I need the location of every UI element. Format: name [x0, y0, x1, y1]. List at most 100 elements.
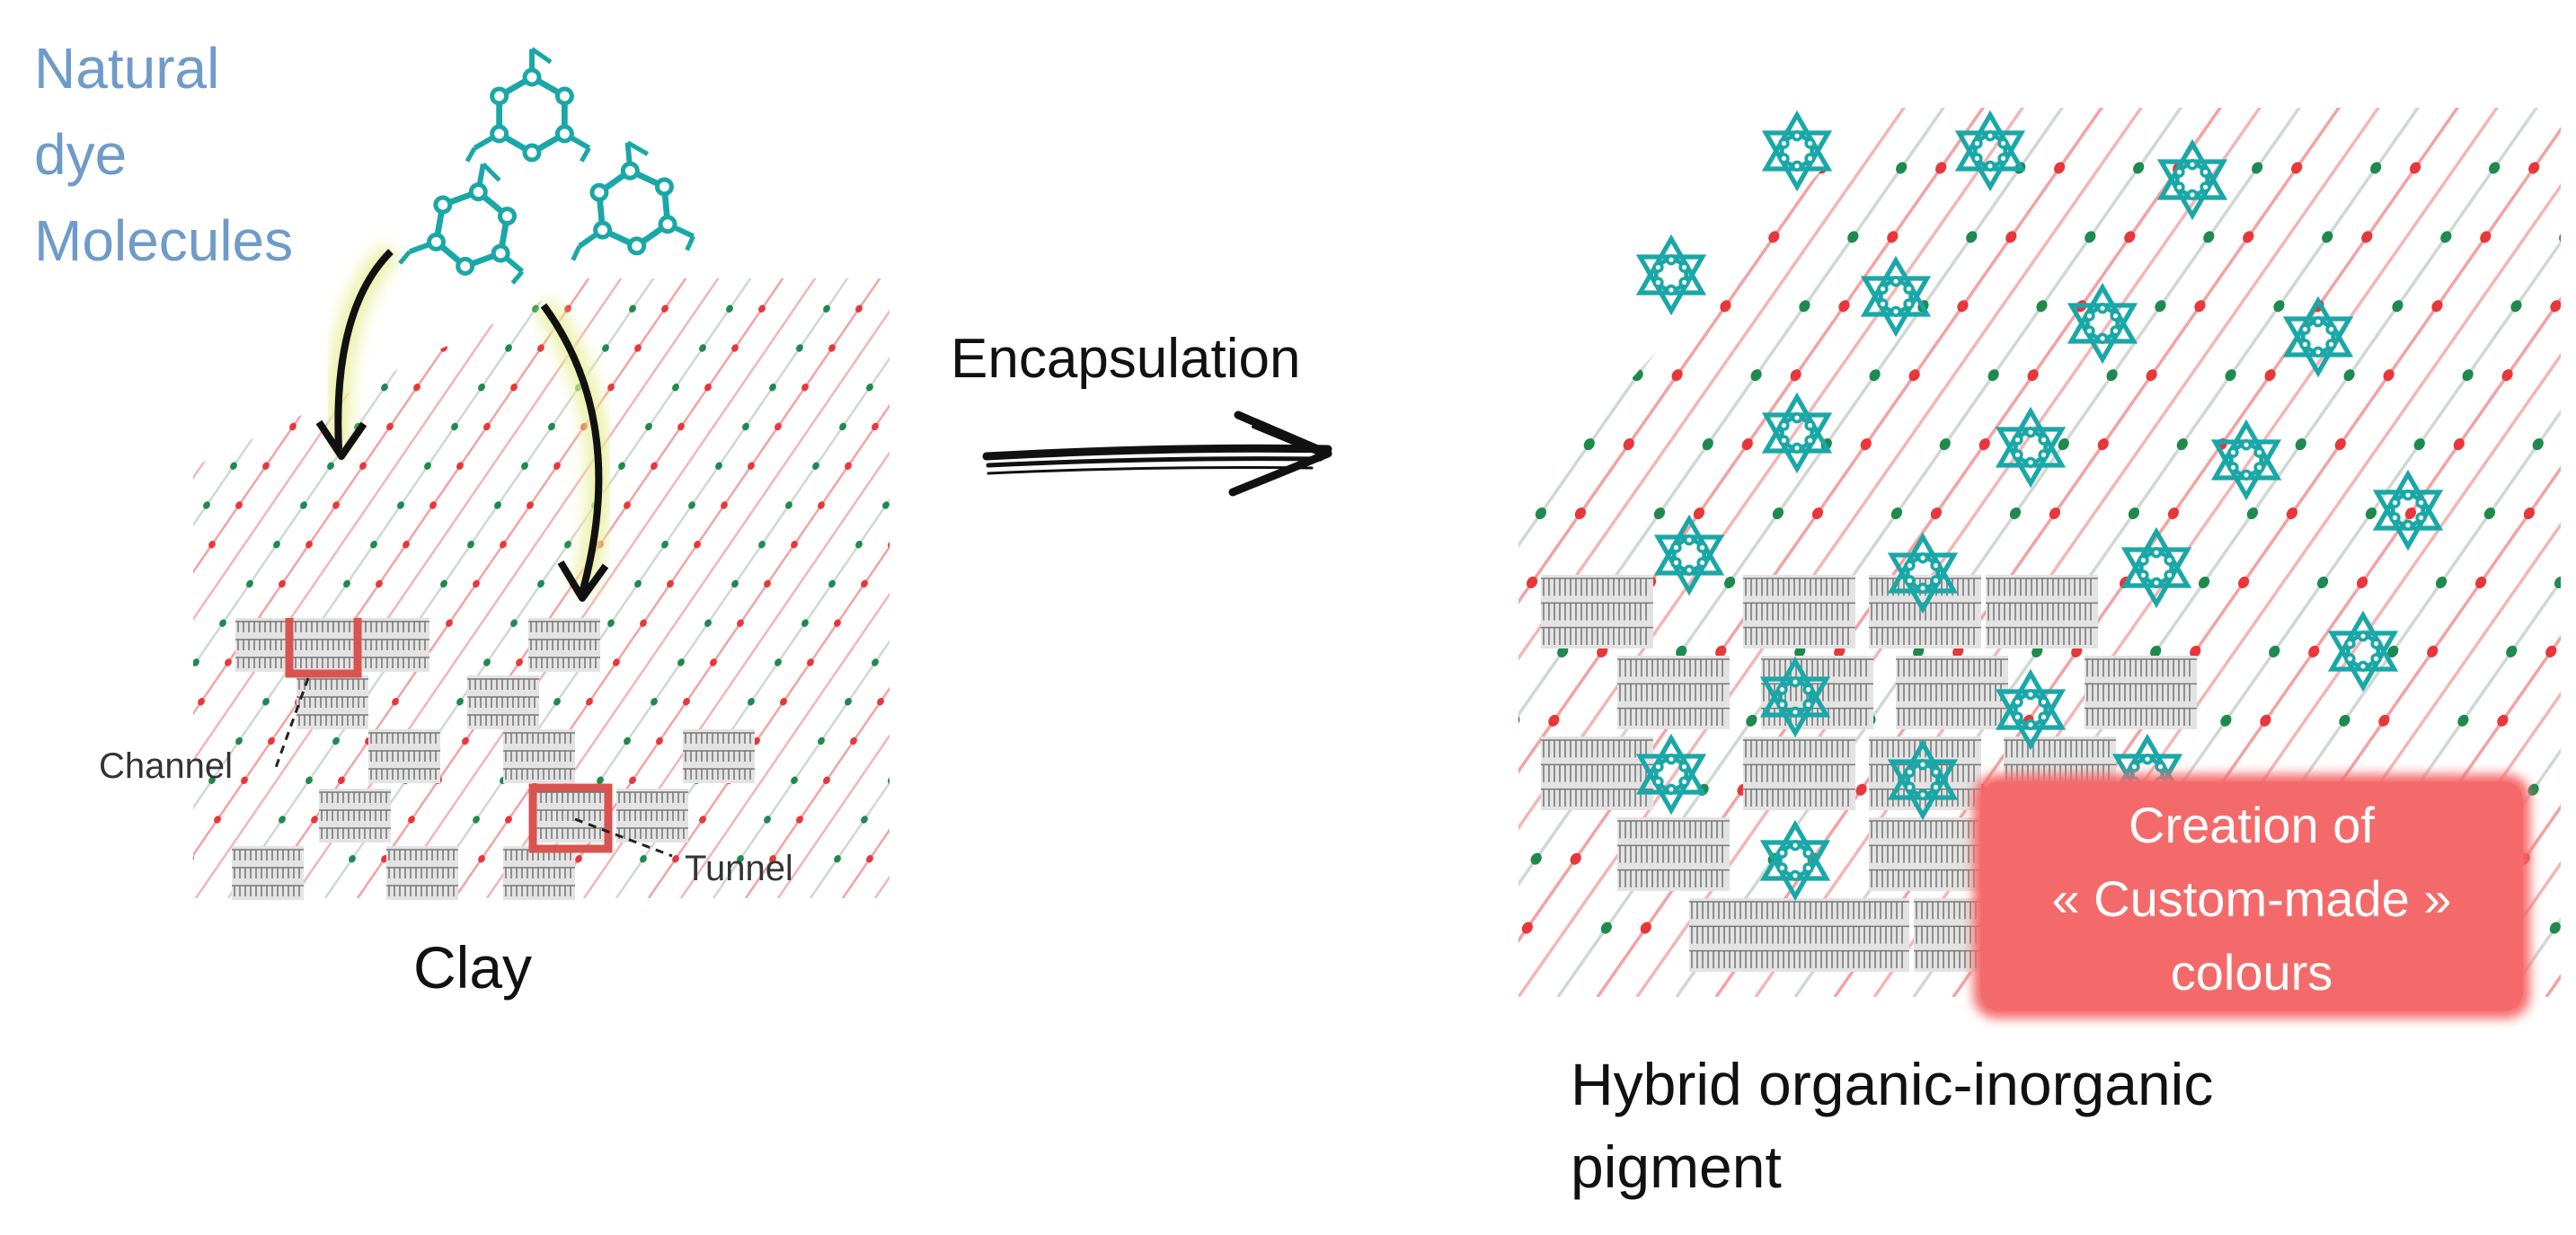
fiber-dot	[607, 619, 615, 627]
fiber-dot	[164, 461, 173, 472]
fiber-line	[776, 278, 890, 898]
clay-block	[386, 846, 458, 900]
custom-made-line1: Creation of	[2129, 797, 2375, 853]
clay-block	[1797, 898, 1909, 972]
fiber-dot	[812, 462, 819, 470]
fiber-dot	[764, 579, 771, 588]
fiber-dot	[537, 344, 544, 352]
hexagonal-ring-molecule-icon	[571, 140, 695, 261]
custom-made-badge: Creation of « Custom-made » colours	[1973, 774, 2530, 1019]
fiber-dot	[672, 384, 679, 392]
fiber-dot	[688, 501, 695, 509]
fiber-dot	[2058, 438, 2069, 451]
fiber-dot	[742, 422, 749, 431]
fiber-dot	[1010, 500, 1020, 511]
fiber-dot	[158, 421, 168, 432]
fiber-dot	[823, 304, 830, 313]
fiber-dot	[1553, 369, 1564, 382]
fiber-dot	[1597, 645, 1608, 657]
clay-block	[1743, 575, 1855, 648]
fiber-dot	[2474, 576, 2487, 589]
fiber-dot	[1772, 507, 1784, 520]
fiber-dot	[1484, 575, 1500, 591]
fiber-dot	[1869, 369, 1881, 382]
fiber-line	[1518, 108, 2110, 997]
fiber-dot	[2570, 437, 2576, 453]
fiber-line	[194, 278, 629, 898]
fiber-dot	[737, 619, 744, 627]
fiber-dot	[861, 579, 868, 588]
fiber-line	[193, 278, 273, 898]
fiber-dot	[866, 855, 873, 863]
fiber-line	[1518, 108, 1952, 997]
fiber-dot	[1502, 437, 1518, 453]
fiber-dot	[2133, 162, 2145, 174]
fiber-dot	[1799, 300, 1810, 313]
fiber-dot	[510, 384, 518, 392]
hexagonal-ring-molecule-icon	[1995, 668, 2067, 751]
fiber-dot	[219, 619, 226, 627]
fiber-dot	[2554, 576, 2561, 589]
hexagonal-ring-molecule-icon	[1887, 738, 1959, 821]
fiber-dot	[699, 816, 706, 824]
fiber-dot	[586, 698, 593, 706]
hexagonal-ring-molecule-icon	[1995, 406, 2067, 489]
fiber-dot	[2501, 369, 2513, 382]
fiber-dot	[110, 539, 120, 550]
fiber-dot	[828, 579, 836, 588]
fiber-dot	[2225, 369, 2236, 382]
fiber-dot	[704, 384, 712, 392]
fiber-dot	[677, 658, 685, 666]
fiber-dot	[1768, 231, 1780, 243]
fiber-line	[1635, 108, 2268, 997]
fiber-dot	[748, 698, 755, 706]
fiber-dot	[424, 462, 431, 470]
fiber-dot	[1015, 304, 1025, 314]
fiber-dot	[370, 304, 377, 313]
fiber-dot	[1623, 438, 1634, 451]
fiber-dot	[219, 384, 226, 392]
fiber-dot	[413, 384, 420, 392]
fiber-dot	[208, 776, 216, 784]
fiber-dot	[1064, 421, 1074, 432]
fiber-dot	[1715, 645, 1727, 657]
fiber-dot	[624, 737, 631, 745]
fiber-dot	[564, 541, 571, 549]
hexagonal-ring-molecule-icon	[1761, 110, 1833, 192]
fiber-dot	[640, 855, 647, 863]
fiber-dot	[1164, 920, 1179, 936]
fiber-dot	[2085, 231, 2096, 243]
fiber-dot	[2413, 438, 2425, 451]
fiber-dot	[645, 422, 652, 431]
fiber-dot	[2510, 300, 2522, 313]
fiber-dot	[483, 422, 491, 431]
clay-block	[503, 729, 575, 783]
fiber-dot	[967, 421, 977, 432]
fiber-dot	[2246, 507, 2259, 520]
fiber-line	[2426, 108, 2561, 997]
hexagonal-ring-molecule-icon	[1860, 255, 1932, 338]
fiber-dot	[748, 462, 755, 470]
fiber-dot	[1935, 162, 1947, 174]
custom-made-line2: « Custom-made »	[2051, 870, 2451, 927]
fiber-dot	[1026, 618, 1036, 629]
fiber-dot	[994, 618, 1004, 629]
fiber-dot	[2497, 714, 2509, 727]
fiber-dot	[2295, 438, 2306, 451]
fiber-dot	[2176, 438, 2188, 451]
custom-made-line3: colours	[2171, 944, 2333, 1001]
fiber-dot	[918, 304, 928, 314]
fiber-dot	[1048, 539, 1058, 550]
fiber-dot	[305, 776, 313, 784]
fiber-dot	[564, 304, 571, 313]
fiber-dot	[2252, 162, 2263, 174]
fiber-dot	[2273, 300, 2285, 313]
fiber-dot	[311, 816, 318, 824]
fiber-dot	[1498, 781, 1513, 798]
fiber-dot	[198, 698, 205, 706]
fiber-dot	[2054, 162, 2066, 174]
fiber-dot	[1750, 369, 1762, 382]
fiber-dot	[1476, 643, 1492, 659]
fiber-line	[1518, 108, 2070, 997]
fiber-dot	[1896, 162, 1908, 174]
